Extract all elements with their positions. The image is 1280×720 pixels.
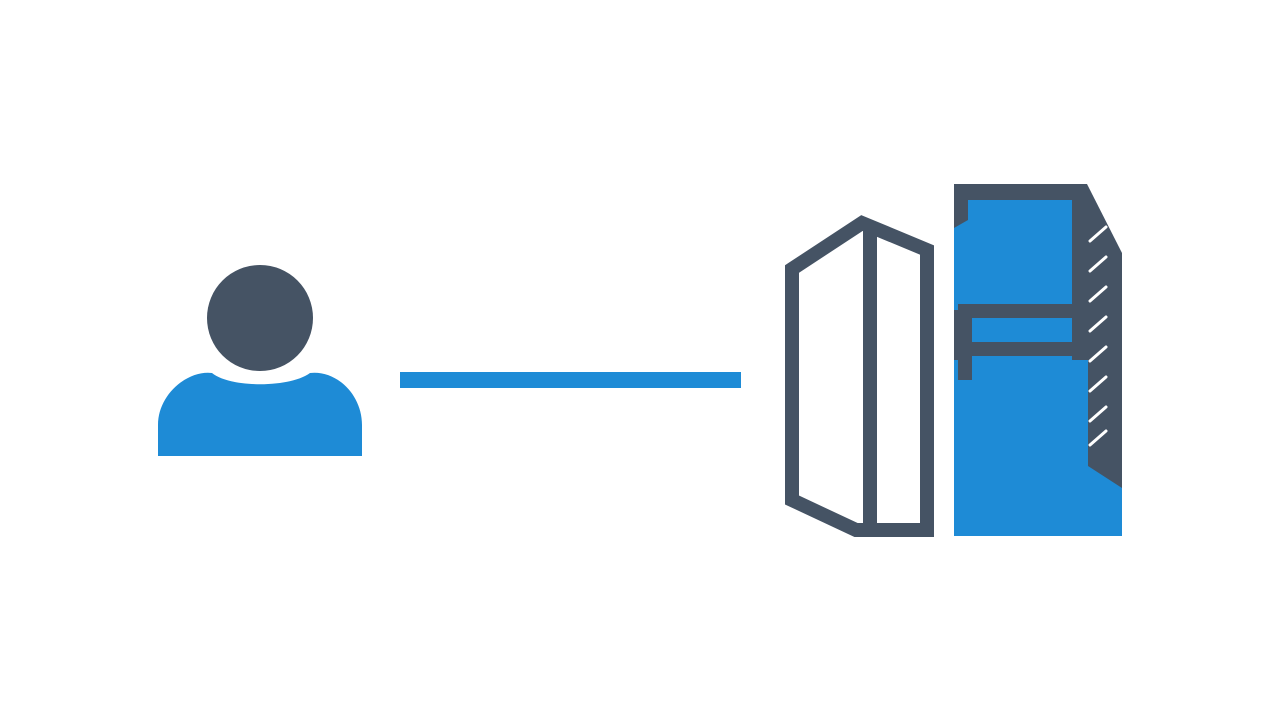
user-head [207,265,313,371]
user-icon [158,265,362,456]
server-tower-icon [785,184,1122,537]
server-vents [1088,225,1108,447]
server-chassis [954,184,1122,536]
server-door [785,215,934,537]
user-body [158,372,362,456]
connection-line [400,372,741,388]
